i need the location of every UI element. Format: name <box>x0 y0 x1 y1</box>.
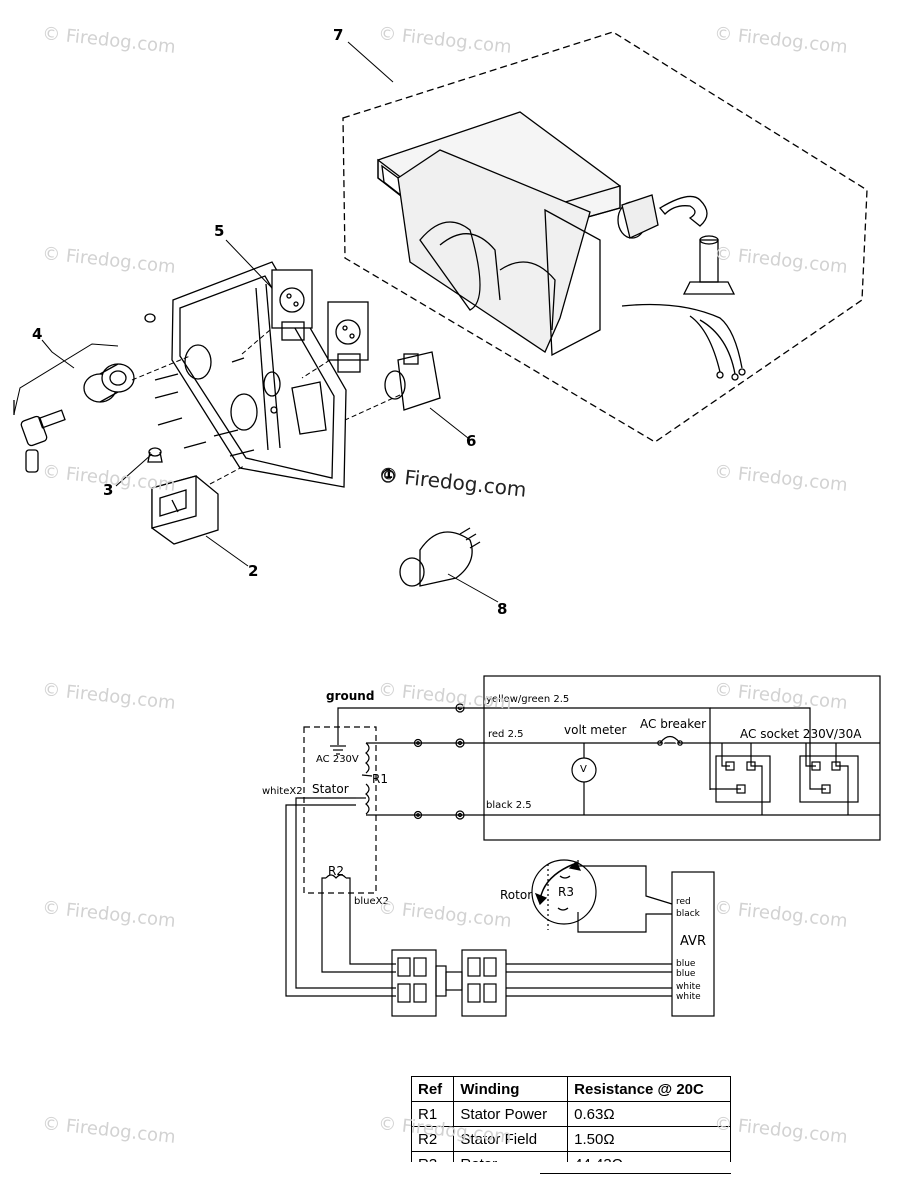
avr-terminal-blue: blue <box>676 959 696 969</box>
key-switch-part <box>13 363 135 473</box>
stator-label: Stator <box>312 782 349 796</box>
stator-coil-r2 <box>325 874 347 879</box>
avr-terminal-white-2: white <box>676 992 701 1002</box>
stator-box <box>303 726 377 894</box>
volt-symbol-label: V <box>580 764 587 775</box>
avr-box <box>671 871 715 1017</box>
blue-x2-label: blueX2 <box>354 896 389 907</box>
avr-label: AVR <box>680 934 706 949</box>
callout-5: 5 <box>214 222 225 240</box>
grommet-part <box>617 194 659 239</box>
callout-7: 7 <box>333 26 344 44</box>
rotor-symbol <box>531 859 597 925</box>
callout-3: 3 <box>103 481 114 499</box>
volt-meter-part <box>151 475 219 545</box>
volt-meter-symbol <box>571 757 597 783</box>
ac-panel-box <box>483 675 881 841</box>
callout-8: 8 <box>497 600 508 618</box>
table-cell-ref: R2 <box>410 1126 455 1152</box>
terminal-part <box>147 447 163 463</box>
callout-1-marker <box>381 469 395 483</box>
table-header-ref: Ref <box>410 1076 455 1102</box>
yellow-green-wire-label: yellow/green 2.5 <box>486 694 570 705</box>
table-header-winding: Winding <box>453 1076 569 1102</box>
avr-terminal-black: black <box>676 909 700 919</box>
rotor-label: Rotor <box>500 888 533 902</box>
rotary-switch-part <box>399 527 481 587</box>
volt-meter-label: volt meter <box>564 723 627 737</box>
table-cell-resistance: 1.50Ω <box>567 1126 731 1152</box>
wiring-diagram <box>285 675 881 1017</box>
callout-2: 2 <box>248 562 259 580</box>
ground-label: ground <box>326 689 375 703</box>
avr-terminal-red: red <box>676 897 691 907</box>
table-header-resistance: Resistance @ 20C <box>567 1076 731 1102</box>
ac-socket-1 <box>715 755 771 803</box>
table-bottom-rule <box>540 1173 731 1174</box>
callout-4: 4 <box>32 325 43 343</box>
breaker-part <box>384 351 441 411</box>
exploded-parts-view <box>13 31 868 603</box>
table-cell-winding: Stator Field <box>453 1126 569 1152</box>
r3-label: R3 <box>558 885 574 899</box>
outlet-part-2 <box>327 301 369 373</box>
r2-label: R2 <box>328 864 344 878</box>
connector-block-2 <box>461 949 507 1017</box>
outlet-part <box>271 269 313 341</box>
control-panel-plate <box>171 261 347 488</box>
callout-6: 6 <box>466 432 477 450</box>
table-cell-resistance: 0.63Ω <box>567 1101 731 1127</box>
ac-breaker-label: AC breaker <box>640 717 707 731</box>
ac-socket-2 <box>799 755 859 803</box>
black-wire-label: black 2.5 <box>486 800 532 811</box>
r1-label: R1 <box>372 772 388 786</box>
watermark: © Firedog.com <box>713 1113 849 1148</box>
elbow-hose <box>659 195 708 227</box>
avr-terminal-white: white <box>676 982 701 992</box>
table-crop-mask <box>405 1162 745 1200</box>
ac-socket-label: AC socket 230V/30A <box>740 727 862 741</box>
table-row: R2 Stator Field 1.50Ω <box>410 1126 731 1152</box>
red-wire-label: red 2.5 <box>488 729 524 740</box>
callout-1: 1 <box>384 467 394 482</box>
table-header-row: Ref Winding Resistance @ 20C <box>410 1076 731 1102</box>
rubber-sleeve <box>682 235 736 295</box>
table-cell-winding: Stator Power <box>453 1101 569 1127</box>
avr-terminal-blue-2: blue <box>676 969 696 979</box>
stator-coil-r1 <box>365 742 370 774</box>
wire-harness <box>621 303 746 381</box>
housing-outline <box>342 31 868 443</box>
control-box <box>377 111 621 357</box>
white-x2-label: whiteX2 <box>262 786 303 797</box>
ac-voltage-label: AC 230V <box>316 754 359 765</box>
watermark: © Firedog.com <box>41 1113 177 1148</box>
table-row: R1 Stator Power 0.63Ω <box>410 1101 731 1127</box>
panel-screws <box>144 313 255 457</box>
